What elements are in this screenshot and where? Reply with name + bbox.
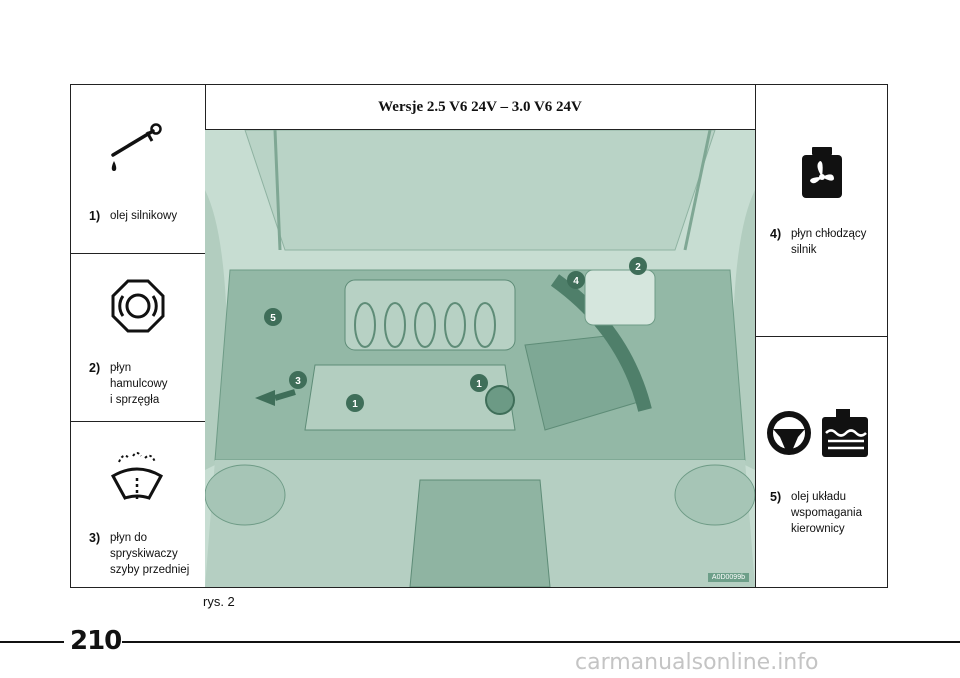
engine-bay-photo: 1 1 2 3 4 5 [205, 130, 755, 587]
svg-text:1: 1 [352, 399, 358, 410]
item-coolant: 4) płyn chłodzący silnik [756, 85, 888, 337]
marker-1a: 1 [346, 394, 364, 412]
item-engine-oil: 1) olej silnikowy [71, 85, 205, 254]
svg-text:2: 2 [635, 262, 641, 273]
brake-fluid-icon [111, 279, 165, 333]
item-number: 3) [89, 531, 101, 545]
svg-text:1: 1 [476, 379, 482, 390]
svg-text:3: 3 [295, 376, 301, 387]
item-label: 4) płyn chłodzący silnik [770, 226, 888, 258]
item-label: 3) płyn do spryskiwaczy szyby przedniej [89, 530, 204, 578]
svg-text:5: 5 [270, 313, 276, 324]
item-text: płyn do spryskiwaczy szyby przedniej [110, 532, 190, 576]
item-number: 5) [770, 490, 782, 504]
photo-code: A0D0099b [707, 573, 749, 582]
windscreen-washer-icon [110, 452, 164, 500]
item-text: płyn hamulcowy i sprzęgła [110, 362, 168, 406]
item-label: 1) olej silnikowy [89, 208, 204, 224]
item-text: płyn chłodzący silnik [791, 228, 867, 256]
center-panel: Wersje 2.5 V6 24V – 3.0 V6 24V [205, 85, 755, 587]
marker-5: 5 [264, 308, 282, 326]
item-text: olej silnikowy [110, 210, 178, 222]
footer-rule-left [0, 641, 64, 643]
footer-rule-right [122, 641, 960, 643]
marker-2: 2 [629, 257, 647, 275]
item-washer-fluid: 3) płyn do spryskiwaczy szyby przedniej [71, 422, 205, 587]
diagram-frame: 1) olej silnikowy 2) płyn hamulcowy i sp… [70, 84, 888, 588]
panel-title: Wersje 2.5 V6 24V – 3.0 V6 24V [205, 85, 755, 130]
item-number: 2) [89, 361, 101, 375]
item-label: 5) olej układu wspomagania kierownicy [770, 489, 888, 537]
right-column: 4) płyn chłodzący silnik 5) olej układu … [755, 85, 888, 587]
marker-4: 4 [567, 271, 585, 289]
watermark: carmanualsonline.info [575, 650, 819, 675]
power-steering-icon [767, 409, 868, 457]
figure-caption: rys. 2 [203, 594, 235, 609]
item-number: 1) [89, 209, 101, 223]
marker-1b: 1 [470, 374, 488, 392]
item-brake-fluid: 2) płyn hamulcowy i sprzęgła [71, 254, 205, 422]
coolant-icon [802, 147, 842, 198]
item-text: olej układu wspomagania kierownicy [791, 491, 862, 535]
oil-dipstick-icon [111, 123, 162, 171]
item-label: 2) płyn hamulcowy i sprzęgła [89, 360, 204, 408]
page-number: 210 [70, 626, 122, 656]
item-power-steering: 5) olej układu wspomagania kierownicy [756, 337, 888, 587]
marker-3: 3 [289, 371, 307, 389]
item-number: 4) [770, 227, 782, 241]
svg-text:4: 4 [573, 276, 579, 287]
left-column: 1) olej silnikowy 2) płyn hamulcowy i sp… [71, 85, 206, 587]
